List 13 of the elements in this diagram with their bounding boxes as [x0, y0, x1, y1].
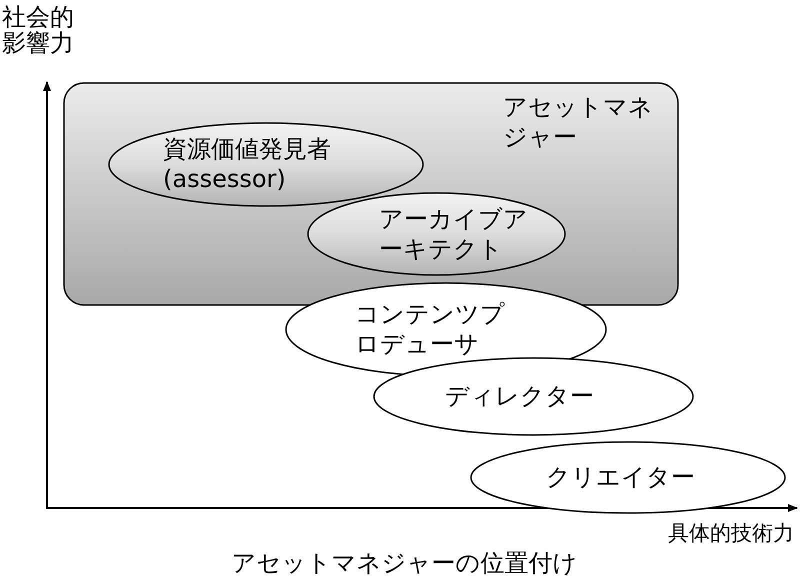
diagram-caption: アセットマネジャーの位置付け — [230, 548, 578, 578]
role-name: 資源価値発見者 (assessor) — [163, 134, 332, 194]
group-title: アセットマネジャー — [503, 92, 653, 152]
axis-label: 社会的影響力 — [2, 4, 75, 56]
role-ellipse — [108, 122, 424, 207]
role-name: コンテンツプロデューサ — [355, 299, 506, 359]
role-ellipse — [307, 192, 566, 276]
role-name: ディレクター — [445, 381, 595, 411]
axis-label: 具体的技術力 — [668, 520, 795, 546]
role-ellipse — [373, 357, 694, 436]
role-name: クリエイター — [546, 462, 696, 492]
role-ellipse — [470, 441, 786, 514]
role-name: アーカイブアーキテクト — [379, 204, 529, 264]
